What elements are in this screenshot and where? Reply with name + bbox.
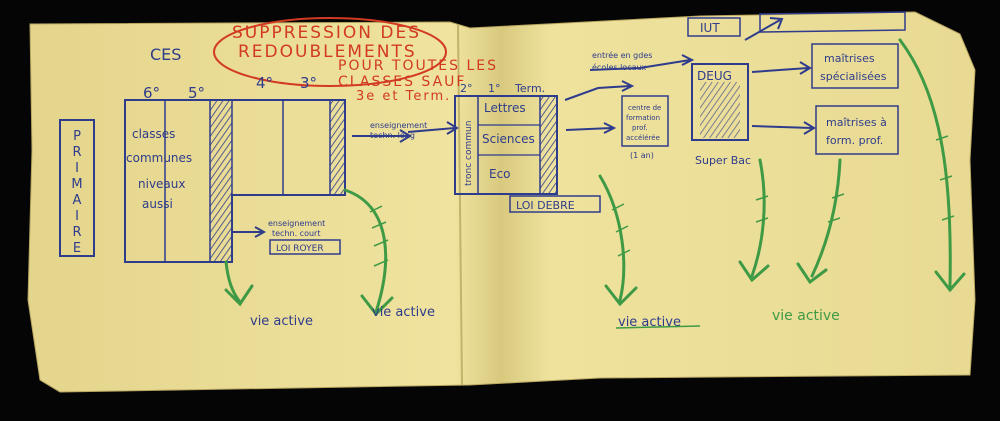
primaire-letters: P R I M A I R E [71, 129, 82, 256]
maitrises-form-text: maîtrises à form. prof. [826, 116, 887, 147]
maitrises-spec-line: spécialisées [820, 70, 887, 83]
title-line-1: SUPPRESSION DES [232, 23, 421, 43]
stream-eco: Eco [489, 167, 511, 181]
centre-line: formation [626, 114, 660, 122]
primaire-letter: I [75, 161, 79, 176]
lycee-streams: Lettres Sciences Eco [482, 101, 535, 181]
maitrises-form-box [815, 105, 899, 155]
deug-box [691, 63, 749, 141]
primaire-letter: R [72, 145, 81, 160]
entree-grandes-ecoles: entrée en gdes écoles locaux [592, 50, 652, 72]
top-right-box [759, 11, 906, 33]
loi-debre-label: LOI DEBRE [516, 199, 575, 212]
hatched-column [209, 99, 233, 263]
super-bac-label: Super Bac [695, 154, 751, 167]
arrow-to-centre [565, 122, 617, 134]
maitrises-form-line: maîtrises à [826, 116, 887, 129]
red-title: SUPPRESSION DES REDOUBLEMENTS POUR TOUTE… [232, 23, 498, 104]
grade-term: Term. [514, 82, 545, 95]
arrow-to-tech-court [232, 226, 267, 238]
centre-line: prof. [632, 124, 648, 132]
ces-text: classes [132, 127, 175, 141]
arrow-to-tech-long [352, 129, 412, 143]
title-line-5: 3e et Term. [356, 89, 451, 104]
tech-long-line: enseignement [370, 121, 427, 130]
maitrises-form-line: form. prof. [826, 134, 883, 147]
loi-royer-box [269, 239, 341, 255]
centre-line: centre de [628, 104, 661, 112]
arrow-to-maitrises-form [751, 121, 816, 135]
grade-1: 1° [488, 82, 501, 95]
green-arrow [224, 260, 254, 307]
green-arrow [898, 38, 966, 293]
un-an-label: (1 an) [630, 151, 654, 160]
primaire-letter: A [73, 193, 82, 208]
lower-grade-headers: 6° 5° 4° 3° [143, 74, 317, 102]
grade-6: 6° [143, 84, 160, 102]
primaire-letter: I [75, 209, 79, 224]
iut-box [687, 17, 741, 37]
maitrises-spec-line: maîtrises [824, 52, 875, 65]
tech-court-label: enseignement techn. court [268, 219, 325, 238]
vie-active-underline [615, 325, 701, 329]
upper-grade-headers: 2° 1° Term. [460, 82, 545, 95]
deug-hatch [700, 82, 740, 138]
arrow-iut-upper [744, 17, 784, 41]
ces-label: CES [150, 45, 181, 64]
maitrises-spec-text: maîtrises spécialisées [820, 52, 887, 83]
grade-3: 3° [300, 74, 317, 92]
entree-line: écoles locaux [592, 62, 647, 72]
centre-formation-text: centre de formation prof. accélérée [626, 104, 661, 142]
arrow-to-lycee [407, 121, 459, 135]
title-line-4: CLASSES SAUF [338, 74, 466, 90]
arrow-to-deug [589, 54, 695, 71]
primaire-letter: P [73, 129, 81, 144]
ces-body-text: classes communes niveaux aussi [126, 127, 192, 211]
loi-debre-box [509, 195, 601, 213]
hatched-column [539, 95, 558, 195]
arrow-to-entree [564, 80, 635, 101]
green-arrows [224, 38, 966, 317]
primaire-letter: M [71, 177, 82, 192]
vie-active-label: vie active [372, 305, 435, 320]
loi-royer-label: LOI ROYER [276, 244, 324, 254]
title-circle [213, 17, 447, 87]
stream-sciences: Sciences [482, 132, 535, 146]
tronc-commun-label: tronc commun [464, 121, 474, 186]
ces-text: niveaux [138, 177, 185, 191]
centre-formation-box [621, 95, 669, 147]
primaire-letter: R [72, 225, 81, 240]
ces-text: aussi [142, 197, 173, 211]
maitrises-spec-box [811, 43, 899, 89]
title-line-3: POUR TOUTES LES [338, 58, 498, 74]
vie-active-label: vie active [250, 314, 313, 329]
primaire-box [59, 119, 95, 257]
grade-4: 4° [256, 74, 273, 92]
vie-active-label: vie active [772, 308, 840, 324]
green-arrow [343, 188, 394, 317]
paper-fold [457, 24, 463, 386]
centre-line: accélérée [626, 134, 660, 142]
entree-line: entrée en gdes [592, 50, 652, 60]
vie-active-labels: vie active vie active vie active vie act… [250, 305, 840, 330]
ces-text: communes [126, 151, 192, 165]
deug-label: DEUG [697, 69, 732, 83]
stream-lettres: Lettres [484, 101, 526, 115]
tech-court-line: enseignement [268, 219, 325, 228]
primaire-letter: E [73, 241, 81, 256]
green-arrow [598, 174, 638, 307]
arrow-to-maitrises-spec [751, 61, 812, 75]
grade-2: 2° [460, 82, 473, 95]
tech-court-line: techn. court [272, 229, 320, 238]
green-arrow-shading [369, 135, 955, 267]
hatched-column [329, 99, 346, 196]
iut-label: IUT [700, 21, 720, 35]
title-line-2: REDOUBLEMENTS [238, 42, 417, 62]
grade-5: 5° [188, 84, 205, 102]
